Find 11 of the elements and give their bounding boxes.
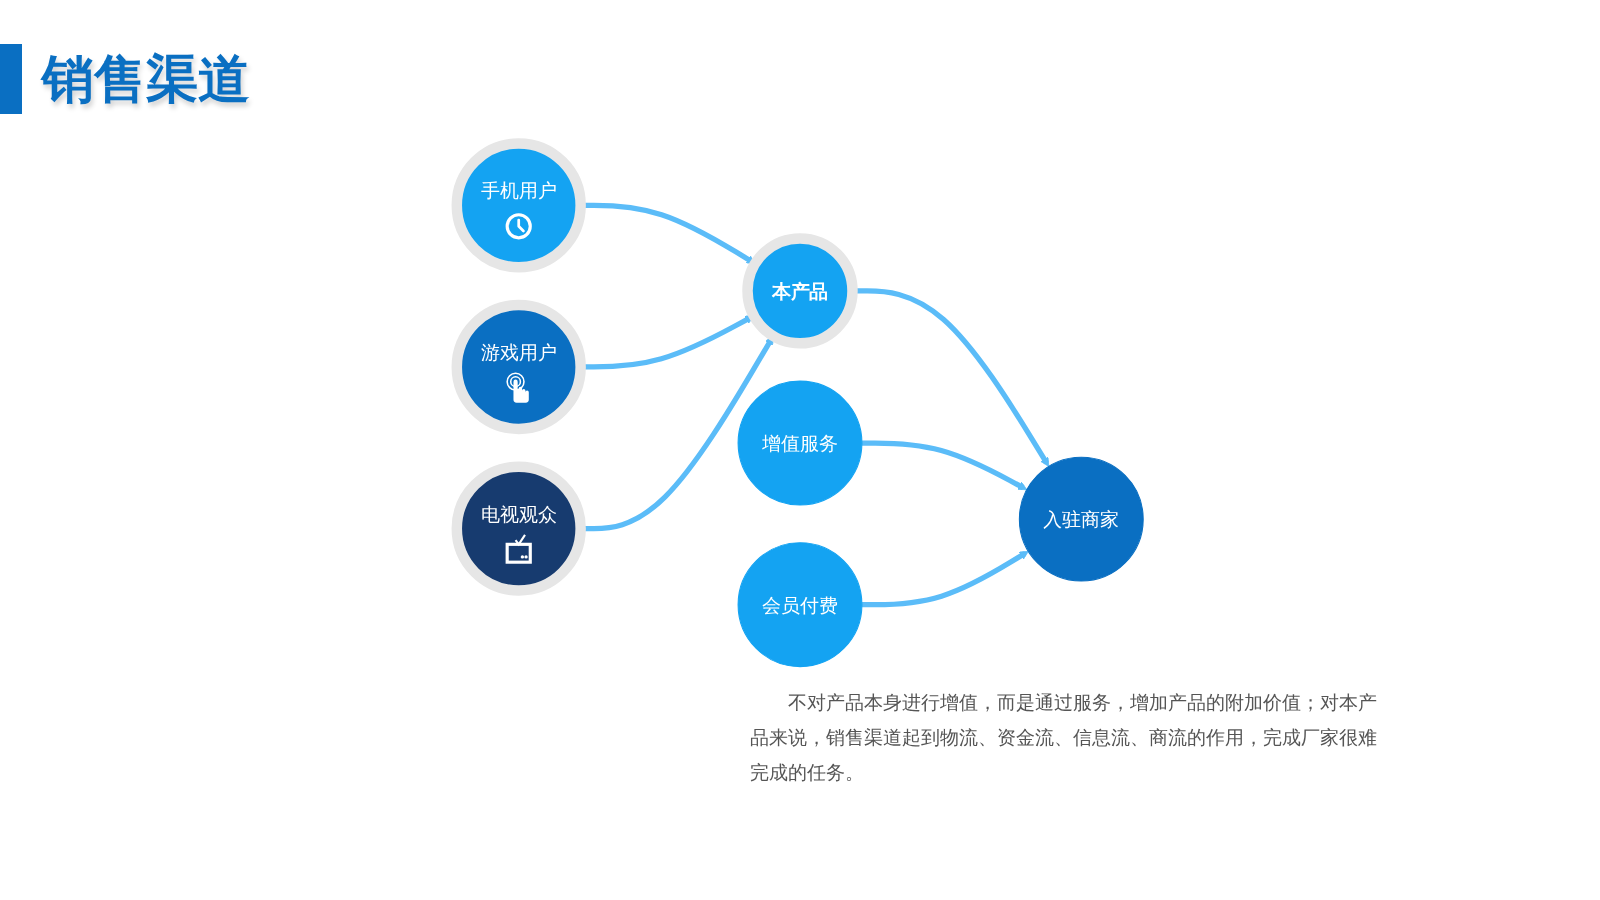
node-circle: 增值服务 xyxy=(737,380,863,506)
description-paragraph: 不对产品本身进行增值，而是通过服务，增加产品的附加价值；对本产品来说，销售渠道起到物流、资金流、信息流、商流的作用，完成厂家很难完成的任务。 xyxy=(750,690,1378,785)
arrow xyxy=(861,440,1028,491)
node-circle: 会员付费 xyxy=(737,542,863,668)
node-circle: 入驻商家 xyxy=(1018,456,1144,582)
node-circle: 电视观众 xyxy=(451,461,586,596)
node-circle: 本产品 xyxy=(742,233,858,349)
node-circle: 手机用户 xyxy=(451,138,586,273)
node-circle: 游戏用户 xyxy=(451,299,586,435)
slide-title: 销售渠道 xyxy=(0,44,260,114)
arrow xyxy=(861,550,1029,608)
